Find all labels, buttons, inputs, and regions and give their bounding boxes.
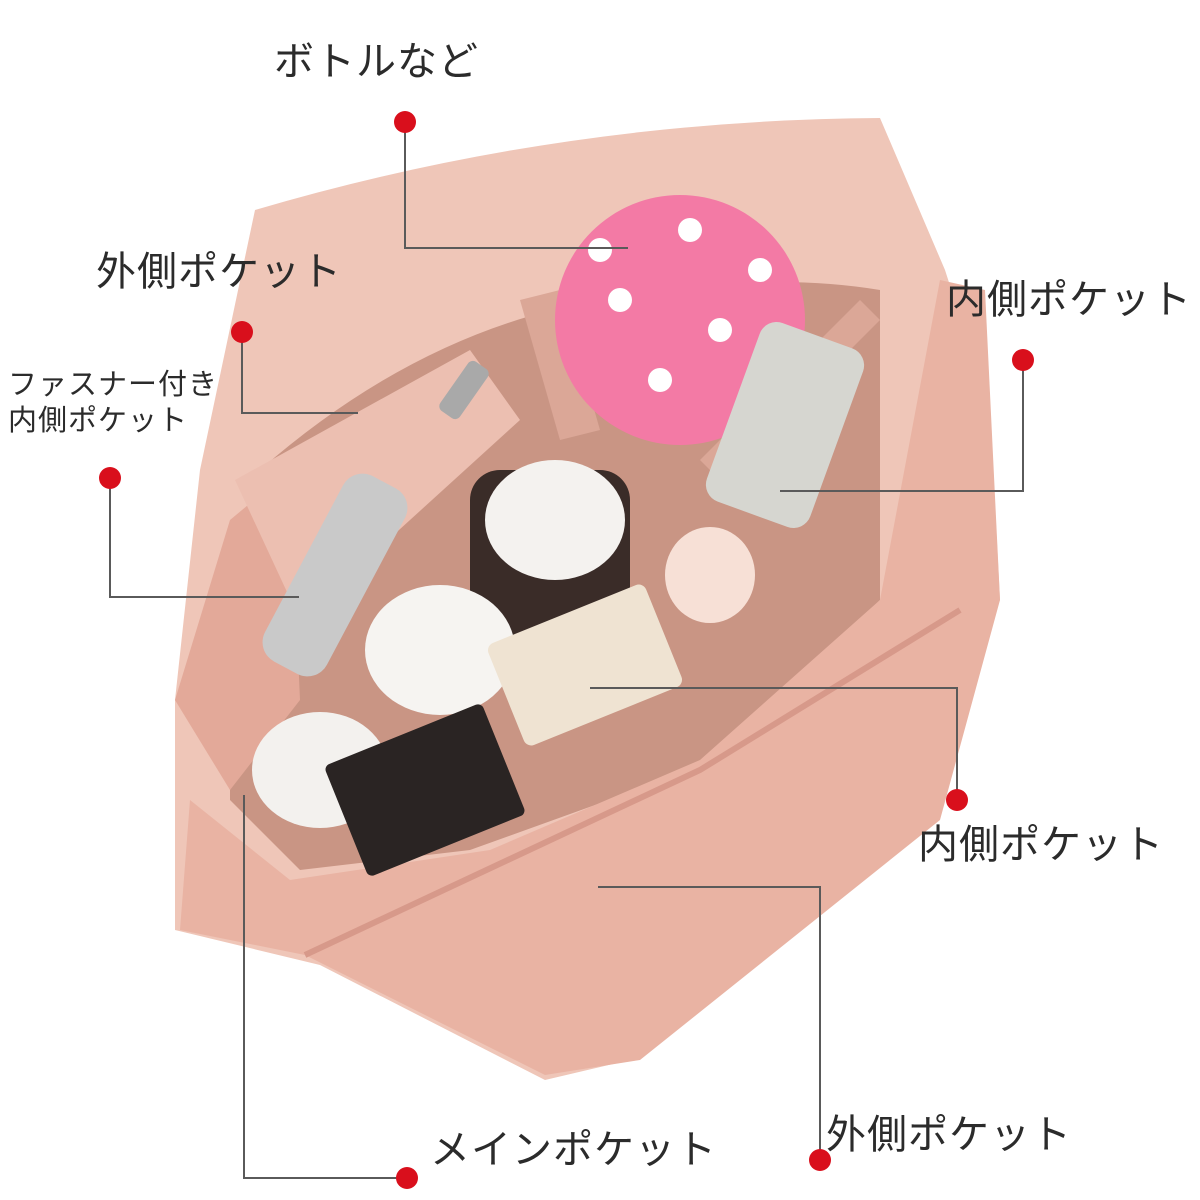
label-outer-pocket-bottom: 外側ポケット <box>826 1112 1072 1158</box>
white-cap-1 <box>485 460 625 580</box>
zipper-pull <box>439 360 489 420</box>
dot-inner-right-top <box>1012 349 1034 371</box>
cream-box <box>488 584 682 746</box>
phone <box>262 473 408 677</box>
label-inner-pocket-right-bottom: 内側ポケット <box>918 822 1164 868</box>
leader-outer-bottom <box>598 886 821 1160</box>
divider-left <box>520 290 600 440</box>
label-zipper-pocket-line1: ファスナー付き <box>8 367 219 401</box>
sponge <box>665 527 755 623</box>
dot-zipper <box>99 467 121 489</box>
label-main-pocket: メインポケット <box>430 1127 717 1173</box>
compact-case <box>705 321 865 529</box>
label-zipper-pocket: ファスナー付き 内側ポケット <box>8 366 218 439</box>
leader-bottle <box>404 122 628 249</box>
leader-inner-right-bottom <box>590 687 958 800</box>
dot-main <box>396 1167 418 1189</box>
leader-lines <box>109 122 1024 1179</box>
label-zipper-pocket-line2: 内側ポケット <box>8 403 189 438</box>
white-cap-2 <box>365 585 515 715</box>
dot-inner-right-bottom <box>946 789 968 811</box>
leader-outer-top <box>241 332 358 414</box>
organizer-front-panel <box>180 280 1000 1075</box>
organizer-front-seam <box>303 607 962 958</box>
black-box <box>325 704 525 876</box>
dot-outer-bottom <box>809 1149 831 1171</box>
callout-dots <box>99 111 1034 1189</box>
label-outer-pocket-top: 外側ポケット <box>96 249 342 295</box>
leader-zipper <box>109 478 299 598</box>
dot-outer-top <box>231 321 253 343</box>
organizer-contents <box>252 195 865 876</box>
label-bottle: ボトルなど <box>274 39 479 85</box>
leader-main <box>243 795 407 1179</box>
dot-bottle <box>394 111 416 133</box>
leader-inner-right-top <box>780 360 1024 492</box>
label-inner-pocket-right-top: 内側ポケット <box>946 277 1192 323</box>
